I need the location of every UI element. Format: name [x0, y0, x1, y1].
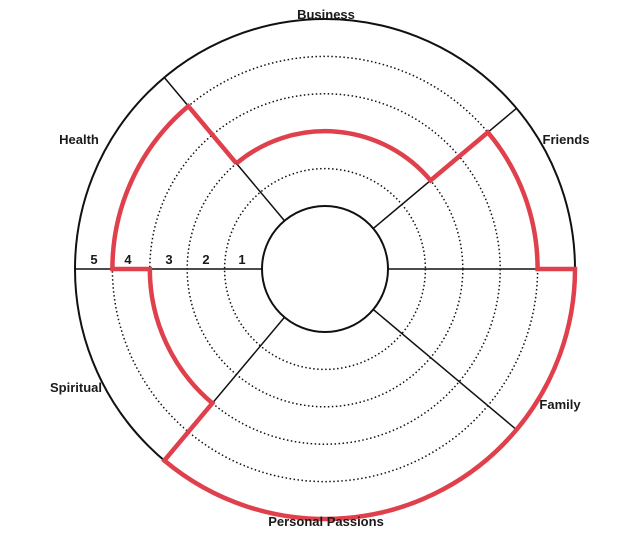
scale-label-5: 5: [90, 252, 97, 267]
label-personal-passions: Personal Passions: [268, 514, 384, 529]
label-family: Family: [539, 397, 581, 412]
scale-label-4: 4: [124, 252, 132, 267]
inner-circle: [261, 205, 389, 333]
score-layer: [110, 102, 578, 522]
label-friends: Friends: [543, 132, 590, 147]
label-spiritual: Spiritual: [50, 380, 102, 395]
spoke-4: [372, 308, 517, 431]
scale-label-1: 1: [238, 252, 245, 267]
score-outline: [110, 102, 578, 522]
label-health: Health: [59, 132, 99, 147]
scale-label-2: 2: [202, 252, 209, 267]
label-business: Business: [297, 7, 355, 22]
scale-label-3: 3: [165, 252, 172, 267]
